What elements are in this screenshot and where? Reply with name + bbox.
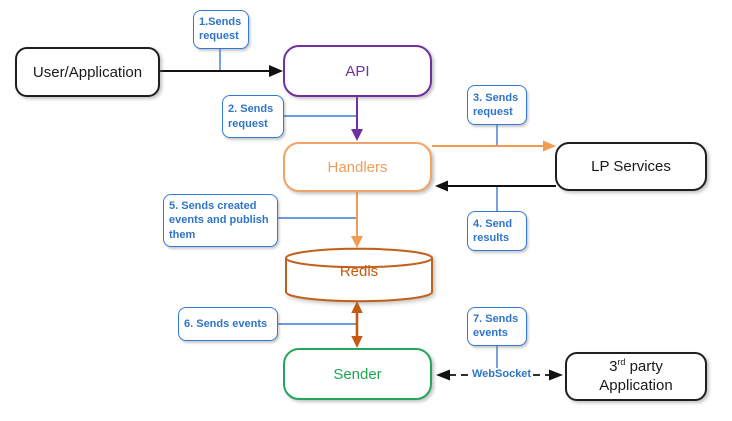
node-third-party-line1: 3rd party [609, 357, 663, 376]
arrow-api-to-handlers [351, 97, 363, 141]
callout-connector-lines [219, 47, 498, 372]
arrow-lp-to-handlers [435, 180, 556, 192]
node-api[interactable]: API [283, 45, 432, 97]
callout-5-text: 5. Sends created events and publish them [169, 200, 269, 241]
callout-2-text: 2. Sends request [228, 103, 274, 130]
callout-6-text: 6. Sends events [184, 317, 268, 330]
node-lp-services[interactable]: LP Services [555, 142, 707, 191]
callout-2-sends-request: 2. Sends request [222, 95, 284, 138]
callout-3-text: 3. Sends request [473, 91, 519, 118]
node-third-party-line2: Application [599, 377, 673, 394]
callout-1-text: 1.Sends request [199, 16, 242, 43]
node-user-application-label: User/Application [32, 63, 143, 81]
node-sender-label: Sender [333, 365, 382, 383]
node-lp-services-label: LP Services [591, 158, 671, 175]
redis-cylinder-shape [285, 247, 433, 303]
websocket-edge-label: WebSocket [470, 368, 534, 380]
callout-7-text: 7. Sends events [473, 313, 519, 340]
node-third-party-application[interactable]: 3rd party Application [565, 352, 707, 401]
callout-1-sends-request: 1.Sends request [193, 10, 249, 49]
node-redis[interactable]: Redis [284, 247, 434, 303]
arrow-handlers-to-redis [351, 192, 363, 248]
callout-5-sends-created-events: 5. Sends created events and publish them [163, 194, 278, 247]
node-api-label: API [345, 62, 370, 80]
arrow-user-to-api [160, 65, 283, 77]
node-user-application[interactable]: User/Application [15, 47, 160, 97]
arrow-handlers-to-lp [432, 140, 556, 152]
callout-6-sends-events: 6. Sends events [178, 307, 278, 341]
callout-7-sends-events: 7. Sends events [467, 307, 527, 346]
node-handlers-label: Handlers [327, 158, 388, 176]
node-handlers[interactable]: Handlers [283, 142, 432, 192]
node-sender[interactable]: Sender [283, 348, 432, 400]
callout-4-text: 4. Send results [473, 217, 513, 244]
callout-3-sends-request: 3. Sends request [467, 85, 527, 125]
callout-4-send-results: 4. Send results [467, 211, 527, 251]
arrow-redis-sender-bidirectional [351, 301, 363, 348]
node-redis-label: Redis [339, 263, 379, 280]
